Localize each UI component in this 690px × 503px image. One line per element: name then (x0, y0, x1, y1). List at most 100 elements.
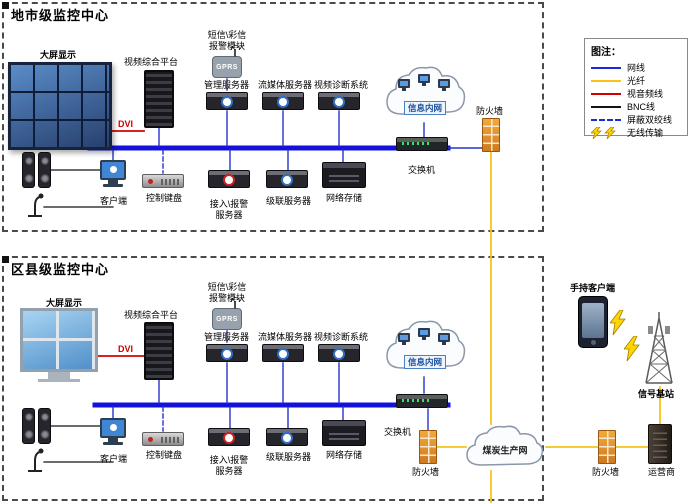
city-firewall-label: 防火墙 (476, 106, 504, 116)
computer-icon (418, 74, 430, 86)
county-wires (43, 330, 451, 463)
coal-network-label: 煤炭生产网 (482, 445, 528, 456)
county-diag-system (318, 344, 360, 362)
antenna-icon (231, 45, 240, 57)
handheld-phone-icon (578, 296, 608, 348)
county-video-platform-rack (144, 322, 174, 380)
computer-icon (438, 79, 450, 91)
speaker-icon (22, 408, 35, 444)
microphone-icon (24, 447, 46, 478)
county-display-screen (20, 308, 98, 372)
carrier-cabinet-icon (648, 424, 672, 464)
city-mgmt-server (206, 92, 248, 110)
legend-item-network-cable: 网线 (591, 61, 681, 74)
city-video-wall (8, 62, 112, 150)
county-stream-server (262, 344, 304, 362)
city-access-alarm-server (208, 170, 250, 188)
county-wall-label: 大屏显示 (46, 298, 83, 308)
city-switch (396, 137, 448, 151)
county-keyboard-label: 控制键盘 (146, 450, 183, 460)
city-network-storage (322, 162, 366, 188)
speaker-icon (38, 152, 51, 188)
cloud-icon (386, 66, 466, 115)
signal-tower-icon (640, 312, 678, 392)
city-wires (43, 78, 492, 425)
city-dvi-label: DVI (118, 119, 134, 129)
county-control-keyboard (142, 432, 184, 446)
city-section-box (2, 2, 544, 232)
county-network-storage (322, 420, 366, 446)
city-intranet-cloud: 信息内网 (382, 64, 468, 124)
county-corner-marker (2, 256, 9, 263)
carrier-label: 运营商 (648, 467, 676, 477)
city-mgmt-server-label: 管理服务器 (204, 80, 250, 90)
county-diag-system-label: 视频诊断系统 (314, 332, 369, 342)
external-fiber-wires (436, 386, 661, 503)
county-mgmt-server-label: 管理服务器 (204, 332, 250, 342)
legend-item-bnc: BNC线 (591, 100, 681, 113)
city-switch-label: 交换机 (408, 165, 436, 175)
county-switch-label: 交换机 (384, 427, 412, 437)
city-access-server-label: 接入\报警 服务器 (209, 199, 249, 220)
city-stream-server-label: 流媒体服务器 (258, 80, 313, 90)
computer-icon (418, 328, 430, 340)
city-stream-server (262, 92, 304, 110)
legend-item-shielded-tp: 屏蔽双绞线 (591, 113, 681, 126)
city-wall-label: 大屏显示 (40, 50, 77, 60)
coal-network-cloud: 煤炭生产网 (462, 424, 548, 472)
legend-item-wireless: 无线传输 (591, 126, 681, 139)
city-cascade-label: 级联服务器 (266, 196, 312, 206)
county-stream-server-label: 流媒体服务器 (258, 332, 313, 342)
county-section-box (2, 256, 544, 501)
county-access-alarm-server (208, 428, 250, 446)
shielded-tp-line-icon (591, 118, 621, 121)
legend-item-fiber: 光纤 (591, 74, 681, 87)
cloud-icon (386, 320, 466, 369)
county-mgmt-server (206, 344, 248, 362)
county-client-label: 客户端 (100, 454, 128, 464)
city-keyboard-label: 控制键盘 (146, 193, 183, 203)
city-diag-system-label: 视频诊断系统 (314, 80, 369, 90)
bnc-line-icon (591, 105, 621, 108)
monitor-icon (100, 160, 126, 180)
speaker-icon (22, 152, 35, 188)
county-firewall (419, 430, 437, 464)
network-cable-line-icon (591, 66, 621, 69)
city-client (100, 160, 126, 188)
county-access-server-label: 接入\报警 服务器 (209, 455, 249, 476)
legend-title: 图注： (591, 47, 621, 58)
lightning-icon (624, 336, 640, 362)
county-intranet-label: 信息内网 (403, 355, 447, 369)
signal-station-label: 信号基站 (638, 389, 675, 399)
handheld-client-label: 手持客户端 (570, 283, 616, 293)
antenna-icon (231, 297, 240, 309)
county-firewall-label: 防火墙 (412, 467, 440, 477)
city-sms-module-label: 短信\彩信 报警模块 (207, 30, 247, 51)
county-section-title: 区县级监控中心 (11, 262, 110, 277)
cloud-icon (466, 425, 544, 466)
city-control-keyboard (142, 174, 184, 188)
county-platform-label: 视频综合平台 (124, 310, 179, 320)
county-sms-module-label: 短信\彩信 报警模块 (207, 282, 247, 303)
monitor-icon (100, 418, 126, 438)
screen-stand (48, 372, 70, 379)
computer-icon (398, 333, 410, 345)
county-client (100, 418, 126, 446)
city-cascade-server (266, 170, 308, 188)
county-switch (396, 394, 448, 408)
county-intranet-cloud: 信息内网 (382, 318, 468, 378)
microphone-icon (24, 192, 46, 223)
city-storage-label: 网络存储 (326, 193, 363, 203)
legend-item-av-cable: 视音频线 (591, 87, 681, 100)
external-firewall (598, 430, 616, 464)
screen-base (38, 379, 80, 382)
city-diag-system (318, 92, 360, 110)
city-corner-marker (2, 2, 9, 9)
county-storage-label: 网络存储 (326, 450, 363, 460)
city-intranet-label: 信息内网 (403, 101, 447, 115)
external-firewall-label: 防火墙 (592, 467, 620, 477)
legend: 图注： 网线 光纤 视音频线 BNC线 屏蔽双绞线 无线传输 (584, 38, 688, 139)
fiber-line-icon (591, 79, 621, 82)
